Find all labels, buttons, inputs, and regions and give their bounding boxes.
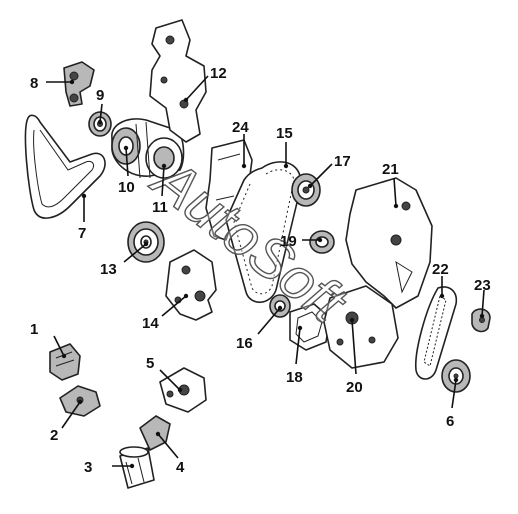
v-belt (24, 114, 106, 219)
oil-pump-housing (323, 285, 399, 369)
callout-22: 22 (432, 261, 449, 278)
callout-14: 14 (142, 315, 159, 332)
callout-13: 13 (100, 261, 117, 278)
leader-lines (46, 75, 485, 469)
alternator (111, 118, 185, 179)
callout-2: 2 (50, 427, 58, 444)
hose-coupling (139, 415, 171, 451)
timing-belt (225, 161, 301, 304)
callout-7: 7 (78, 225, 86, 242)
callout-21: 21 (382, 161, 399, 178)
chain-sprocket (441, 359, 471, 393)
callout-8: 8 (30, 75, 38, 92)
callout-16: 16 (236, 335, 253, 352)
timing-tensioner-pulley (291, 173, 321, 207)
callout-12: 12 (210, 65, 227, 82)
mount-block (49, 343, 81, 381)
callout-labels: 1 2 3 4 5 6 7 8 9 10 11 12 13 14 15 16 1… (30, 65, 491, 476)
callout-17: 17 (334, 153, 351, 170)
callout-9: 9 (96, 87, 104, 104)
callout-1: 1 (30, 321, 38, 338)
callout-18: 18 (286, 369, 303, 386)
thermostat-housing (159, 367, 207, 413)
cylindrical-sleeve (119, 446, 155, 489)
callout-23: 23 (474, 277, 491, 294)
callout-10: 10 (118, 179, 135, 196)
engine-mount-bracket (149, 19, 207, 143)
callout-24: 24 (232, 119, 249, 136)
callout-15: 15 (276, 125, 293, 142)
callout-19: 19 (280, 233, 297, 250)
callout-4: 4 (176, 459, 185, 476)
oil-pump-gasket (289, 303, 331, 351)
callout-3: 3 (84, 459, 92, 476)
water-pump (165, 249, 217, 321)
callout-6: 6 (446, 413, 454, 430)
tensioner-bracket (63, 61, 95, 107)
callout-11: 11 (152, 199, 168, 216)
rear-timing-cover (345, 177, 433, 309)
timing-chain (415, 286, 458, 380)
callout-20: 20 (346, 379, 363, 396)
callout-5: 5 (146, 355, 154, 372)
chain-tensioner (471, 308, 491, 333)
